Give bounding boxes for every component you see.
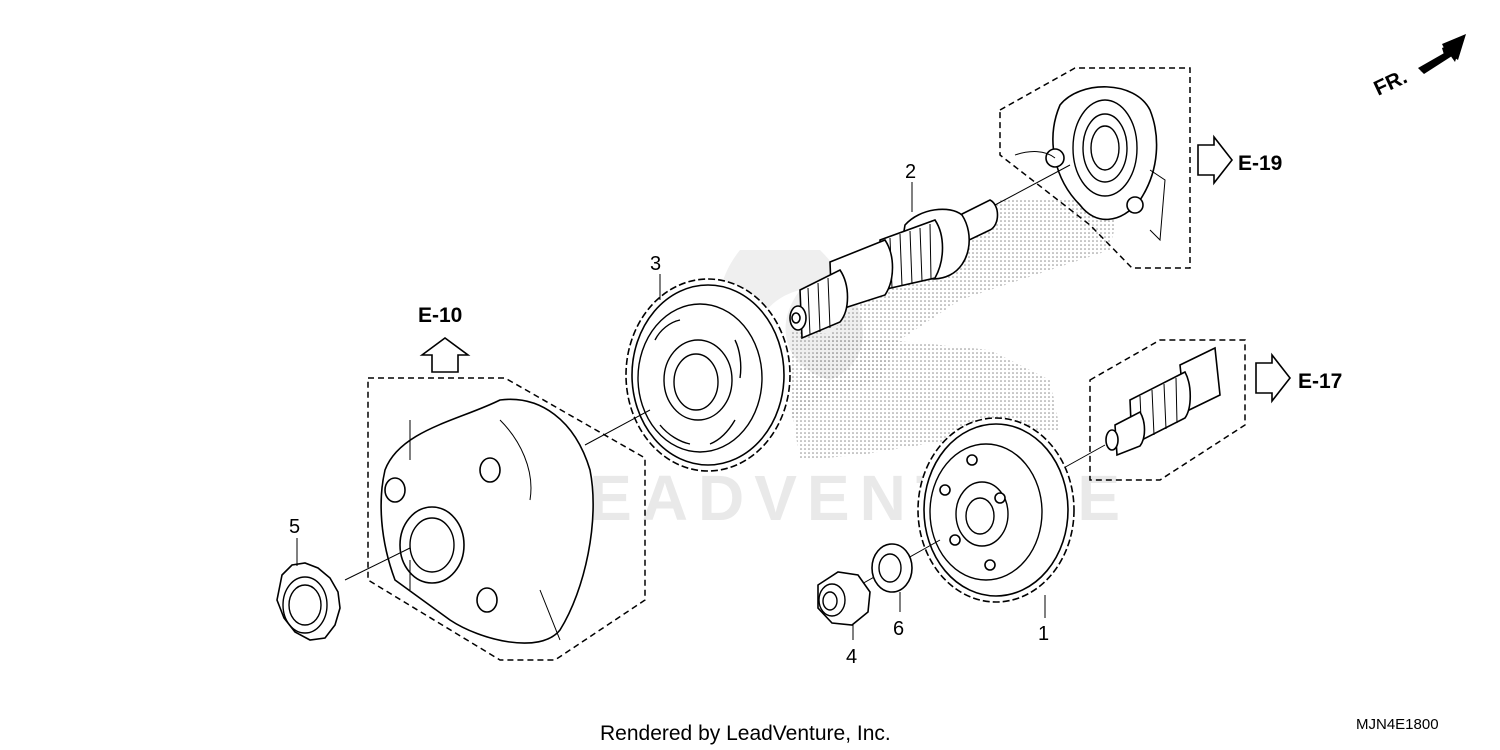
reference-e19[interactable]: E-19 [1197,134,1282,186]
reference-e19-label[interactable]: E-19 [1238,152,1282,175]
part-1-gear[interactable] [917,417,1075,603]
e19-region [999,67,1191,269]
part-4-nut[interactable] [817,571,871,626]
callout-6[interactable]: 6 [893,618,904,640]
part-5-nut[interactable] [276,562,341,641]
callout-2[interactable]: 2 [905,161,916,183]
e10-region [367,377,646,661]
callout-5[interactable]: 5 [289,516,300,538]
part-6-washer[interactable] [871,543,913,593]
footer-credit: Rendered by LeadVenture, Inc. [600,722,891,745]
reference-e17[interactable]: E-17 [1255,352,1342,404]
front-label: FR. [1370,65,1410,100]
part-3-gear[interactable] [625,278,791,472]
e17-region [1089,339,1246,481]
reference-e17-label[interactable]: E-17 [1298,370,1342,393]
callout-1[interactable]: 1 [1038,623,1049,645]
diagram-code: MJN4E1800 [1356,716,1439,733]
reference-e10-label[interactable]: E-10 [418,304,462,327]
reference-e10[interactable]: E-10 [418,304,471,373]
callout-3[interactable]: 3 [650,253,661,275]
part-2-shaft[interactable] [789,199,999,340]
callout-4[interactable]: 4 [846,646,857,668]
front-direction-indicator: FR. [1370,34,1466,101]
